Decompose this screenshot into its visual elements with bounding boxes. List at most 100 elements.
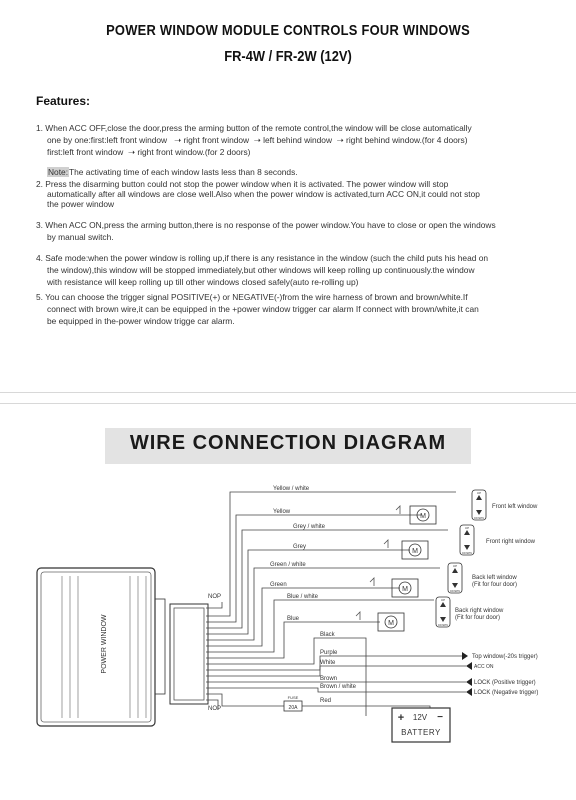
label-back-left-window: Back left window (472, 575, 517, 581)
feature-1-line-3: first:left front window ➝ right front wi… (36, 146, 556, 158)
sequence-step: left behind window (263, 135, 333, 145)
motor-back-left (391, 578, 419, 598)
output-arrow-icon (462, 652, 468, 660)
output-top-window: Top window(-20s trigger) (472, 654, 538, 660)
feature-3-line-2: by manual switch. (47, 232, 114, 242)
input-arrow-icon (466, 662, 472, 670)
sequence-step: right front window.(for 2 doors) (137, 147, 251, 157)
nop-top-label: NOP (208, 594, 221, 600)
switch-back-left (447, 562, 463, 594)
nop-bottom-label: NOP (208, 706, 221, 712)
wire-label-blue: Blue (287, 616, 300, 622)
feature-item-5: 5. You can choose the trigger signal POS… (36, 291, 556, 327)
label-back-right-window: Back right window (455, 608, 504, 614)
wiring-page: WIRE CONNECTION DIAGRAM (0, 404, 576, 800)
feature-2-line-1: 2. Press the disarming button could not … (36, 179, 449, 189)
wire-label-yellow: Yellow (273, 509, 291, 515)
switch-up-label: UP (441, 598, 445, 602)
wire-label-purple: Purple (320, 650, 338, 656)
wire-label-blue-white: Blue / white (287, 594, 319, 600)
label-back-right-fit: (Fit for four door) (455, 615, 500, 621)
arrow-icon: ➝ (253, 135, 261, 145)
motor-label: M (412, 548, 418, 555)
switch-down-label: DOWN (450, 589, 460, 593)
wire-label-red: Red (320, 698, 331, 704)
switch-up-label: UP (453, 564, 457, 568)
arrow-icon: ➝ (174, 135, 182, 145)
switch-front-left (471, 489, 487, 521)
wire-bundle (206, 491, 466, 716)
battery (391, 707, 451, 743)
page-title: POWER WINDOW MODULE CONTROLS FOUR WINDOW… (106, 22, 470, 39)
fuse-value: 20A (289, 705, 299, 711)
output-lock-negative: LOCK (Negative trigger) (474, 690, 538, 696)
switch-front-right (459, 524, 475, 556)
wiring-diagram: POWER WINDOW NOP NOP Yellow / white Yell… (36, 486, 538, 743)
output-acc-on: ACC ON (474, 664, 494, 670)
note-label: Note: (47, 167, 70, 177)
diagram-title: WIRE CONNECTION DIAGRAM (129, 432, 447, 454)
wire-label-brown: Brown (320, 676, 337, 682)
motor-front-left (409, 505, 437, 525)
fuse (283, 700, 303, 712)
feature-5-line-1: 5. You can choose the trigger signal POS… (36, 292, 468, 302)
wire-label-green: Green (270, 582, 287, 588)
wire-label-brown-white: Brown / white (320, 684, 357, 690)
switch-down-label: DOWN (462, 551, 472, 555)
wire-label-yellow-white: Yellow / white (273, 486, 310, 492)
switch-back-right (435, 596, 451, 628)
input-arrow-icon (466, 688, 472, 696)
switch-down-label: DOWN (474, 516, 484, 520)
feature-2-line-2: automatically after all windows are clos… (47, 189, 480, 199)
feature-4-line-1: 4. Safe mode:when the power window is ro… (36, 253, 489, 263)
note: Note:The activating time of each window … (47, 166, 567, 178)
feature-4-line-2: the window),this window will be stopped … (47, 265, 475, 275)
motor-label: M (388, 620, 394, 627)
arrow-icon: ➝ (336, 135, 344, 145)
feature-5-line-2: connect with brown wire,it can be equipp… (47, 304, 479, 314)
sequence-step: one by one:first:left front window (47, 135, 168, 145)
motor-label: M (420, 513, 426, 520)
feature-item-2: 2. Press the disarming button could not … (36, 179, 556, 209)
switch-up-label: UP (465, 526, 469, 530)
battery-plus-icon: + (398, 712, 404, 724)
output-lock-positive: LOCK (Positive trigger) (474, 680, 536, 686)
label-front-left-window: Front left window (492, 504, 538, 510)
feature-item-1: 1. When ACC OFF,close the door,press the… (36, 122, 556, 158)
model-subtitle: FR-4W / FR-2W (12V) (224, 48, 352, 65)
note-text: The activating time of each window lasts… (69, 167, 298, 177)
wire-label-black: Black (320, 632, 336, 638)
feature-2-line-3: the power window (47, 199, 115, 209)
sequence-step: right front window (183, 135, 250, 145)
page-divider (0, 392, 576, 404)
switch-down-label: DOWN (438, 623, 448, 627)
sequence-step: first:left front window (47, 147, 124, 157)
feature-item-4: 4. Safe mode:when the power window is ro… (36, 252, 556, 288)
module-label: POWER WINDOW (101, 614, 108, 673)
feature-1-line-1: 1. When ACC OFF,close the door,press the… (36, 123, 472, 133)
instructions-page: POWER WINDOW MODULE CONTROLS FOUR WINDOW… (0, 0, 576, 392)
motor-back-right (377, 612, 405, 632)
switch-up-label: UP (477, 491, 481, 495)
motor-label: M (402, 586, 408, 593)
label-back-left-fit: (Fit for four door) (472, 582, 517, 588)
feature-4-line-3: with resistance will keep rolling up til… (47, 277, 359, 287)
label-front-right-window: Front right window (486, 539, 536, 545)
battery-label: BATTERY (401, 728, 441, 737)
wire-label-green-white: Green / white (270, 562, 306, 568)
harness-connector (169, 603, 209, 705)
feature-1-line-2: one by one:first:left front window ➝ rig… (36, 134, 556, 146)
battery-minus-icon: − (437, 712, 443, 723)
motor-front-right (401, 540, 429, 560)
arrow-icon: ➝ (128, 147, 136, 157)
module-box (36, 567, 166, 727)
wire-label-grey: Grey (293, 544, 306, 550)
battery-voltage: 12V (413, 713, 428, 722)
fuse-label: FUSE (288, 695, 299, 700)
wire-label-white: White (320, 660, 336, 666)
feature-item-3: 3. When ACC ON,press the arming button,t… (36, 219, 556, 243)
sequence-step: right behind window.(for 4 doors) (346, 135, 468, 145)
input-arrow-icon (466, 678, 472, 686)
features-heading: Features: (36, 94, 91, 108)
feature-5-line-3: be equipped in the-power window trigge c… (47, 316, 235, 326)
